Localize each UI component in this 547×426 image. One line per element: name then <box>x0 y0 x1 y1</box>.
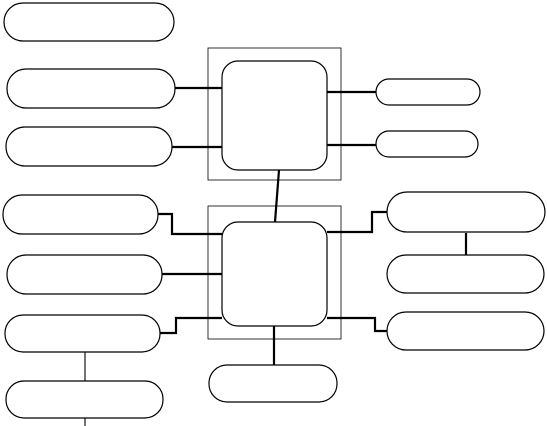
node-left-7 <box>5 380 164 419</box>
node-hub-top <box>221 60 328 171</box>
hub-top-frame <box>207 47 342 181</box>
edge-hubbottom-right3 <box>327 210 387 234</box>
node-left-2 <box>6 68 176 109</box>
node-left-6 <box>4 314 161 353</box>
node-left-4 <box>2 194 159 235</box>
node-right-3 <box>386 191 546 233</box>
node-left-3 <box>5 126 173 167</box>
node-right-1 <box>375 78 481 106</box>
node-right-5 <box>386 311 545 351</box>
node-left-5 <box>6 254 163 295</box>
edge-hubbottom-right5 <box>327 316 387 333</box>
connectors <box>84 86 468 426</box>
right-nodes <box>375 78 546 351</box>
node-right-4 <box>386 254 545 294</box>
edge-hubtop-hubbottom <box>273 169 281 223</box>
edge-left4-hubbottom <box>158 212 222 236</box>
node-hub-bottom <box>221 221 328 327</box>
node-left-1 <box>3 2 175 42</box>
edge-left6-hubbottom <box>160 316 222 335</box>
node-bottom-center <box>208 364 338 403</box>
node-right-2 <box>375 130 479 158</box>
bottom-nodes <box>208 364 338 403</box>
hub-nodes <box>221 60 328 327</box>
left-nodes <box>2 2 176 419</box>
